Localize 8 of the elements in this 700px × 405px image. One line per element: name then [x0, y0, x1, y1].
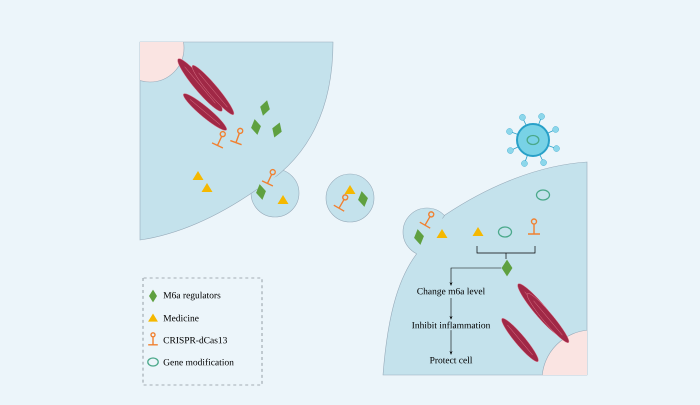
step-text: Protect cell [430, 356, 472, 364]
legend-text: Medicine [163, 314, 199, 322]
step-text: Change m6a level [417, 288, 485, 296]
legend-text: CRISPR-dCas13 [164, 336, 227, 344]
step-text: Inhibit inflammation [412, 322, 490, 328]
legend-text: Gene modification [164, 358, 234, 366]
regulator-diamond [502, 260, 512, 276]
legend-text: M6a regulators [163, 292, 220, 300]
